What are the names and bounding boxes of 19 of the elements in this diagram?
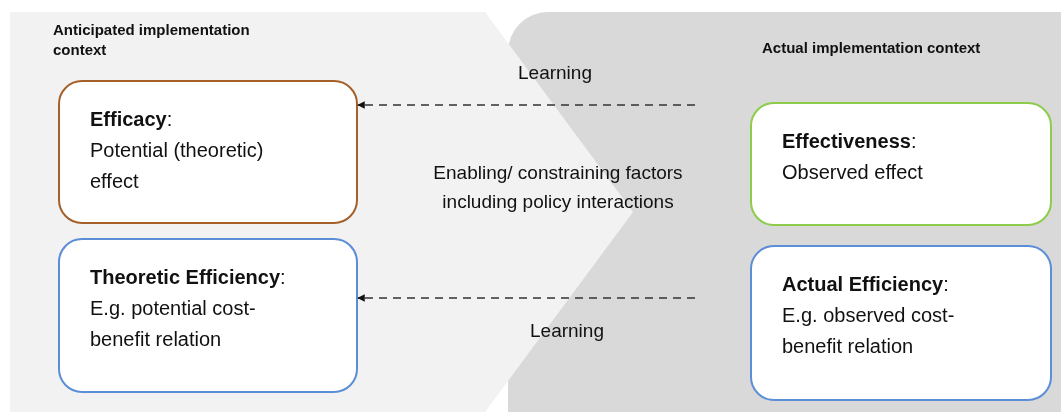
- context-heading: Anticipated implementation context: [53, 20, 251, 59]
- box-heading: Theoretic Efficiency:: [90, 265, 287, 290]
- box-description: E.g. observed cost-benefit relation: [782, 303, 956, 359]
- edge-label: Learning: [529, 319, 605, 343]
- box-heading: Efficacy:: [90, 107, 174, 132]
- context-heading: Actual implementation context: [762, 38, 982, 58]
- center-note: Enabling/ constraining factors including policy interactions: [432, 161, 684, 215]
- box-description: Potential (theoretic) effect: [90, 138, 265, 194]
- dashed-arrow: [357, 294, 696, 302]
- definition-box: [58, 238, 358, 393]
- definition-box: [750, 245, 1052, 401]
- dashed-arrow: [357, 101, 696, 109]
- box-description: Observed effect: [782, 160, 924, 185]
- definition-box: [58, 80, 358, 224]
- edge-label: Learning: [517, 61, 593, 85]
- definition-box: [750, 102, 1052, 226]
- box-heading: Actual Efficiency:: [782, 272, 950, 297]
- box-description: E.g. potential cost-benefit relation: [90, 296, 257, 352]
- box-heading: Effectiveness:: [782, 129, 918, 154]
